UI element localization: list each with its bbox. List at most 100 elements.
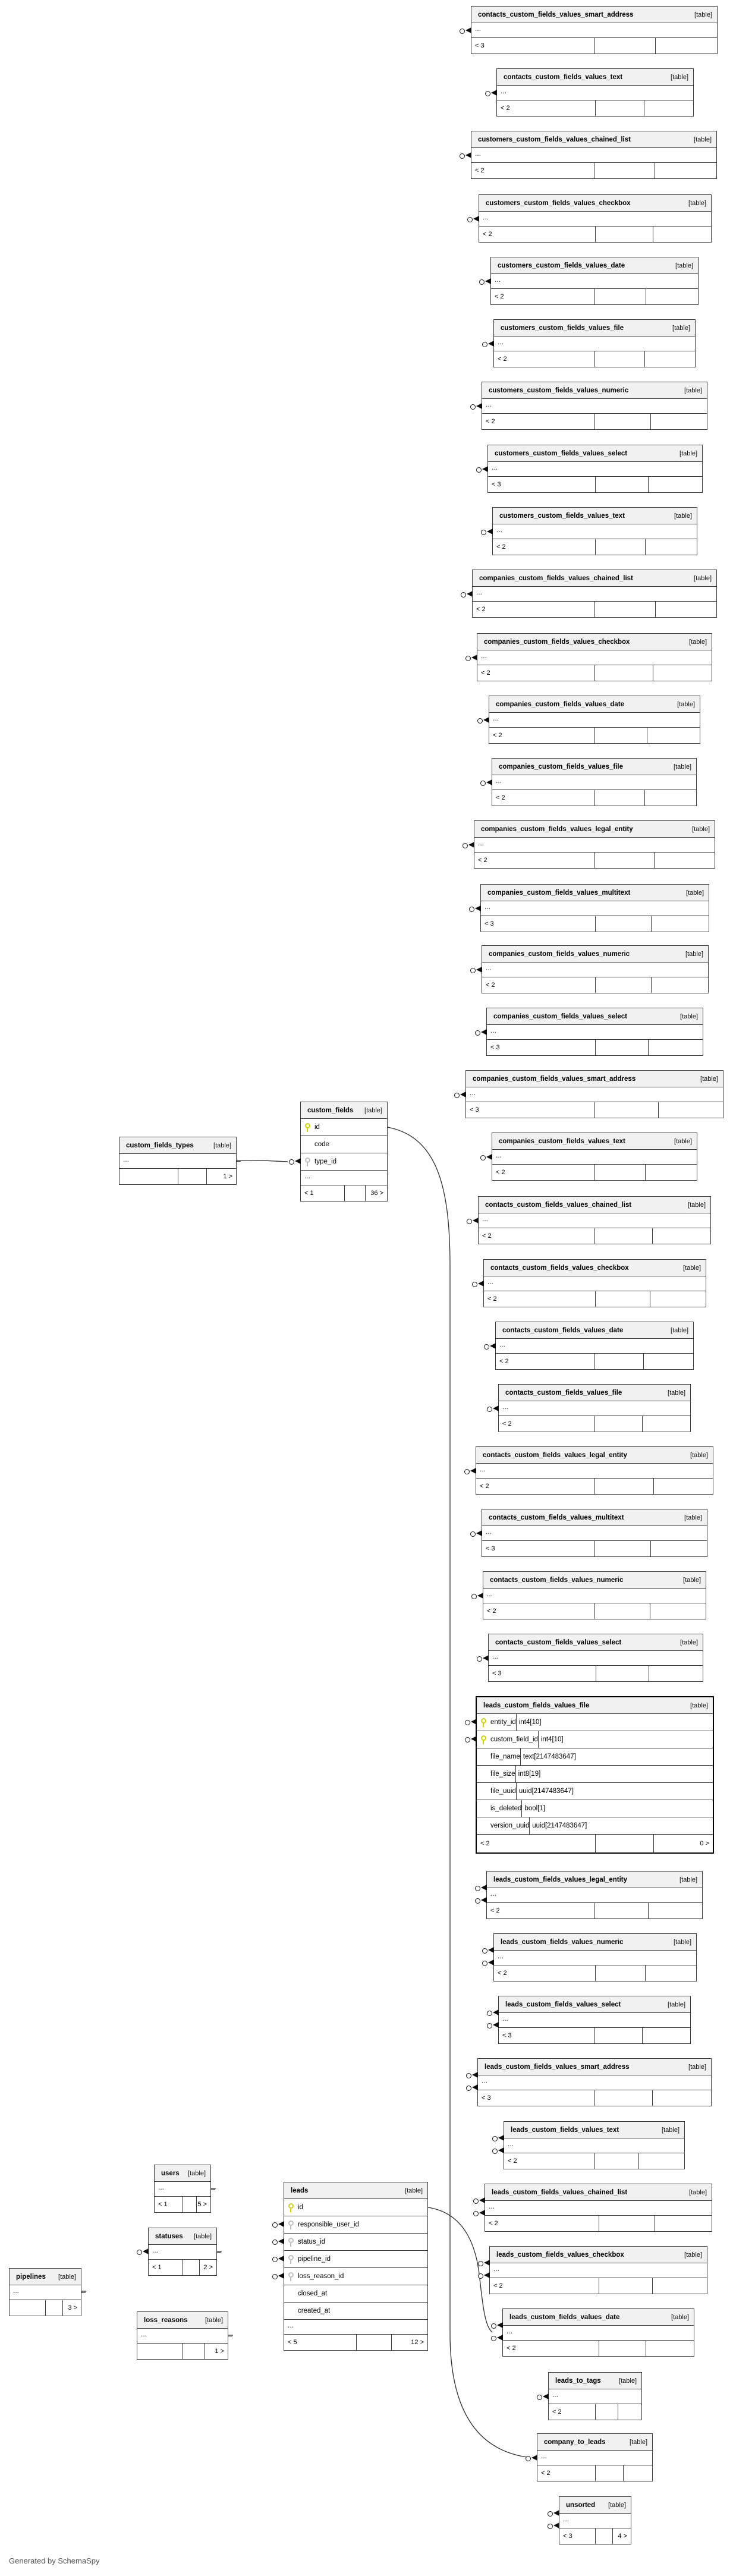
table-name[interactable]: company_to_leads [544,2438,606,2446]
count-spacer-cell [594,2090,653,2106]
table-name[interactable]: custom_fields_types [126,1141,194,1149]
table-node-companies_select[interactable]: companies_custom_fields_values_select[ta… [475,1008,703,1056]
table-node-customers_text[interactable]: customers_custom_fields_values_text[tabl… [481,507,697,555]
table-node-leads_date[interactable]: leads_custom_fields_values_date[table]..… [491,2308,694,2357]
table-name[interactable]: customers_custom_fields_values_select [495,449,628,457]
table-name[interactable]: leads [291,2187,309,2194]
table-node-leads_chained_list[interactable]: leads_custom_fields_values_chained_list[… [473,2184,712,2232]
table-node-company_to_leads[interactable]: company_to_leads[table]...< 2 [526,2433,653,2481]
table-node-contacts_smart_address[interactable]: contacts_custom_fields_values_smart_addr… [460,6,718,54]
table-name[interactable]: companies_custom_fields_values_select [493,1012,628,1020]
table-node-leads_legal_entity[interactable]: leads_custom_fields_values_legal_entity[… [475,1871,703,1919]
table-name[interactable]: customers_custom_fields_values_checkbox [486,199,631,207]
table-name[interactable]: contacts_custom_fields_values_text [504,73,623,81]
table-name[interactable]: pipelines [16,2273,46,2281]
table-name[interactable]: leads_custom_fields_values_legal_entity [493,1876,627,1883]
table-name[interactable]: leads_custom_fields_values_checkbox [496,2251,624,2259]
table-name[interactable]: contacts_custom_fields_values_multitext [489,1514,624,1521]
table-node-leads_file[interactable]: leads_custom_fields_values_file[table]en… [465,1696,714,1854]
table-name[interactable]: contacts_custom_fields_values_smart_addr… [478,11,634,18]
table-node-custom_fields_types[interactable]: custom_fields_types[table]...1 > [119,1137,241,1185]
table-name[interactable]: unsorted [566,2501,596,2509]
table-node-companies_text[interactable]: companies_custom_fields_values_text[tabl… [480,1133,697,1181]
table-name[interactable]: companies_custom_fields_values_file [499,763,624,770]
children-count: < 3 [490,1044,500,1051]
table-node-companies_multitext[interactable]: companies_custom_fields_values_multitext… [469,884,709,932]
children-count: < 2 [486,982,495,989]
table-node-companies_numeric[interactable]: companies_custom_fields_values_numeric[t… [470,945,709,993]
connector-zero-circle-icon [460,153,465,159]
table-name[interactable]: leads_custom_fields_values_select [505,2001,621,2008]
table-node-companies_file[interactable]: companies_custom_fields_values_file[tabl… [480,758,697,806]
table-node-customers_select[interactable]: customers_custom_fields_values_select[ta… [476,445,703,493]
table-node-companies_checkbox[interactable]: companies_custom_fields_values_checkbox[… [465,633,712,681]
relationship-counts-row: < 2 [499,1416,690,1432]
table-node-contacts_file[interactable]: contacts_custom_fields_values_file[table… [487,1384,691,1432]
table-name[interactable]: companies_custom_fields_values_chained_l… [479,574,633,582]
table-node-contacts_chained_list[interactable]: contacts_custom_fields_values_chained_li… [467,1196,711,1244]
table-name[interactable]: companies_custom_fields_values_legal_ent… [481,825,633,833]
table-name[interactable]: companies_custom_fields_values_date [496,700,625,708]
table-node-leads_numeric[interactable]: leads_custom_fields_values_numeric [table… [482,1933,697,1981]
table-type-label: [table] [674,1938,691,1946]
table-name[interactable]: customers_custom_fields_values_file [501,324,624,332]
table-node-companies_date[interactable]: companies_custom_fields_values_date[tabl… [477,696,700,744]
table-node-customers_numeric[interactable]: customers_custom_fields_values_numeric[t… [470,382,707,430]
table-name[interactable]: contacts_custom_fields_values_file [505,1389,622,1396]
table-name[interactable]: customers_custom_fields_values_date [498,262,625,269]
table-node-customers_date[interactable]: customers_custom_fields_values_date[tabl… [479,257,699,305]
table-name[interactable]: loss_reasons [144,2316,188,2324]
table-name[interactable]: leads_custom_fields_values_numeric [501,1938,624,1946]
table-name[interactable]: contacts_custom_fields_values_select [495,1638,622,1646]
table-name[interactable]: companies_custom_fields_values_text [499,1137,625,1145]
table-name[interactable]: contacts_custom_fields_values_date [502,1326,624,1334]
table-name[interactable]: statuses [155,2232,183,2240]
table-name[interactable]: companies_custom_fields_values_numeric [489,950,630,958]
table-name[interactable]: companies_custom_fields_values_multitext [487,889,631,897]
table-node-companies_smart_address[interactable]: companies_custom_fields_values_smart_add… [454,1070,723,1118]
table-node-contacts_date[interactable]: contacts_custom_fields_values_date[table… [484,1322,694,1370]
table-node-leads_to_tags[interactable]: leads_to_tags[table]...< 2 [537,2372,642,2420]
table-name[interactable]: companies_custom_fields_values_smart_add… [473,1075,636,1083]
table-name[interactable]: contacts_custom_fields_values_legal_enti… [483,1451,627,1459]
table-name[interactable]: users [161,2169,180,2177]
table-name[interactable]: customers_custom_fields_values_chained_l… [478,136,631,143]
table-name[interactable]: contacts_custom_fields_values_checkbox [490,1264,629,1272]
table-node-leads_checkbox[interactable]: leads_custom_fields_values_checkbox[tabl… [478,2246,707,2294]
table-node-contacts_multitext[interactable]: contacts_custom_fields_values_multitext[… [470,1509,707,1557]
table-node-customers_file[interactable]: customers_custom_fields_values_file[tabl… [482,319,696,367]
table-node-contacts_checkbox[interactable]: contacts_custom_fields_values_checkbox[t… [472,1259,706,1307]
table-name[interactable]: leads_custom_fields_values_file [483,1701,590,1709]
table-node-customers_checkbox[interactable]: customers_custom_fields_values_checkbox[… [467,194,712,243]
table-node-companies_legal_entity[interactable]: companies_custom_fields_values_legal_ent… [463,820,715,869]
collapsed-columns-ellipsis: ... [479,212,711,227]
table-name[interactable]: leads_custom_fields_values_date [509,2313,620,2321]
table-node-contacts_legal_entity[interactable]: contacts_custom_fields_values_legal_enti… [464,1446,713,1495]
table-node-contacts_numeric[interactable]: contacts_custom_fields_values_numeric[ta… [471,1571,706,1619]
table-name[interactable]: customers_custom_fields_values_text [499,512,625,520]
table-node-companies_chained_list[interactable]: companies_custom_fields_values_chained_l… [461,570,717,618]
table-name[interactable]: contacts_custom_fields_values_chained_li… [485,1201,632,1209]
table-node-contacts_text[interactable]: contacts_custom_fields_values_text[table… [485,68,694,117]
children-count: < 3 [485,920,494,927]
table-name[interactable]: leads_custom_fields_values_chained_list [492,2188,628,2196]
table-name[interactable]: leads_custom_fields_values_smart_address [485,2063,630,2071]
table-name[interactable]: companies_custom_fields_values_checkbox [484,638,630,646]
table-name[interactable]: custom_fields [307,1106,354,1114]
table-name[interactable]: contacts_custom_fields_values_numeric [490,1576,624,1584]
table-name[interactable]: leads_to_tags [555,2377,601,2385]
table-node-leads_select[interactable]: leads_custom_fields_values_select[table]… [487,1996,691,2044]
table-node-leads_text[interactable]: leads_custom_fields_values_text[table]..… [492,2121,685,2169]
table-node-loss_reasons[interactable]: loss_reasons[table]...1 > [137,2311,232,2360]
table-node-leads_smart_address[interactable]: leads_custom_fields_values_smart_address… [466,2058,712,2106]
table-name[interactable]: customers_custom_fields_values_numeric [489,386,629,394]
table-node-contacts_select[interactable]: contacts_custom_fields_values_select[tab… [477,1634,703,1682]
table-node-pipelines[interactable]: pipelines[table]...3 > [9,2268,86,2316]
table-node-customers_chained_list[interactable]: customers_custom_fields_values_chained_l… [460,131,717,179]
table-name[interactable]: leads_custom_fields_values_text [511,2126,619,2134]
